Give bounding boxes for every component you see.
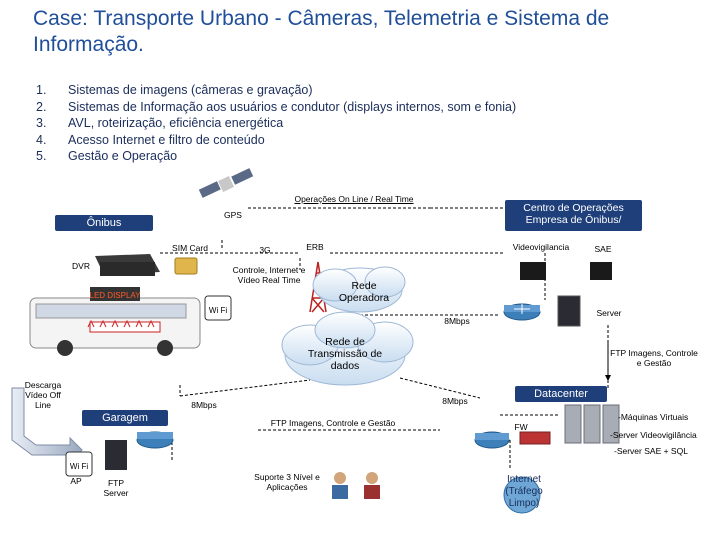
garagem-header: Garagem bbox=[82, 410, 168, 426]
datacenter-servers bbox=[564, 404, 620, 444]
label-ftp-right: FTP Imagens, Controle e Gestão bbox=[610, 348, 698, 368]
feature-list: 1.Sistemas de imagens (câmeras e gravaçã… bbox=[36, 82, 516, 165]
monitor-video-icon bbox=[520, 262, 546, 280]
led-display-text: LED DISPLAY bbox=[90, 291, 142, 300]
offline-download-arrow bbox=[11, 387, 83, 464]
list-item: 2.Sistemas de Informação aos usuários e … bbox=[36, 99, 517, 114]
satellite-icon bbox=[198, 168, 254, 198]
label-8mbps-left: 8Mbps bbox=[191, 400, 217, 410]
label-8mbps-top: 8Mbps bbox=[444, 316, 470, 326]
label-rede-transmissao: Rede de Transmissão de dados bbox=[307, 336, 383, 372]
label-server-sae: -Server SAE + SQL bbox=[614, 446, 688, 456]
page-title: Case: Transporte Urbano - Câmeras, Telem… bbox=[33, 7, 610, 56]
label-3g: 3G bbox=[259, 245, 271, 255]
svg-text:Wi Fi: Wi Fi bbox=[209, 306, 227, 315]
support-people-icon bbox=[332, 472, 380, 499]
router-datacenter-icon bbox=[474, 431, 510, 449]
led-display-illustration: LED DISPLAY bbox=[90, 287, 142, 301]
centro-ops-header: Centro de Operações Empresa de Ônibus/ bbox=[505, 200, 642, 231]
label-ftp-server: FTP Server bbox=[103, 478, 129, 498]
datacenter-header: Datacenter bbox=[515, 386, 607, 402]
list-item: 5.Gestão e Operação bbox=[36, 149, 178, 164]
label-maquinas-virtuais: -Máquinas Virtuais bbox=[618, 412, 689, 422]
label-dvr: DVR bbox=[72, 261, 90, 271]
sim-card-icon bbox=[174, 257, 198, 275]
list-item: 3.AVL, roteirização, eficiência energéti… bbox=[36, 116, 284, 131]
wifi-ap-icon: Wi Fi bbox=[65, 451, 93, 477]
cloud-operadora bbox=[312, 266, 406, 313]
router-top-icon bbox=[503, 303, 541, 321]
label-8mbps-right: 8Mbps bbox=[442, 396, 468, 406]
label-rede-operadora: Rede Operadora bbox=[338, 280, 390, 304]
label-suporte: Suporte 3 Nível e Aplicações bbox=[254, 472, 320, 492]
internet-globe-icon bbox=[503, 476, 541, 514]
server-top-icon bbox=[557, 295, 581, 327]
label-server-video: -Server Videovigilância bbox=[610, 430, 697, 440]
label-controle-internet: Controle, Internet e Vídeo Real Time bbox=[232, 265, 306, 285]
bus-illustration bbox=[29, 297, 201, 356]
label-erb: ERB bbox=[306, 242, 324, 252]
label-sae: SAE bbox=[594, 244, 612, 254]
label-ap: AP bbox=[70, 476, 82, 486]
label-server: Server bbox=[596, 308, 622, 318]
label-ops-online: Operações On Line / Real Time bbox=[294, 194, 414, 204]
list-item: 1.Sistemas de imagens (câmeras e gravaçã… bbox=[36, 83, 313, 97]
dvr-illustration bbox=[95, 254, 160, 276]
label-gps: GPS bbox=[224, 210, 242, 220]
wifi-icon: Wi Fi bbox=[204, 295, 232, 321]
router-garagem-icon bbox=[136, 431, 174, 449]
label-internet: Internet (Tráfego Limpo) bbox=[505, 474, 543, 509]
cloud-transmissao bbox=[281, 311, 414, 386]
dashed-links bbox=[160, 207, 609, 470]
label-fw: FW bbox=[514, 422, 528, 432]
monitor-sae-icon bbox=[590, 262, 612, 280]
list-item: 4.Acesso Internet e filtro de conteúdo bbox=[36, 132, 265, 147]
firewall-icon bbox=[519, 431, 551, 445]
ftp-server-icon bbox=[105, 440, 127, 470]
onibus-header: Ônibus bbox=[55, 215, 153, 231]
label-videovigilancia: Videovigilancia bbox=[512, 242, 570, 252]
svg-text:Wi Fi: Wi Fi bbox=[70, 462, 88, 471]
label-ftp-center: FTP Imagens, Controle e Gestão bbox=[270, 418, 396, 428]
label-descarga: Descarga Vídeo Off Line bbox=[24, 380, 62, 410]
label-sim-card: SIM Card bbox=[172, 243, 208, 253]
